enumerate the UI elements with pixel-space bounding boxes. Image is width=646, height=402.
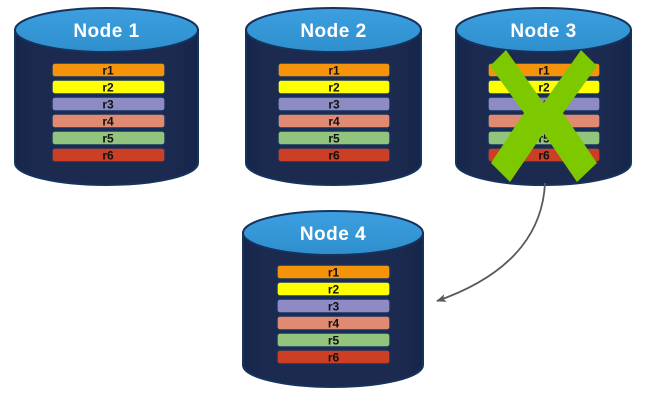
node4-row-r3-bar bbox=[276, 298, 391, 314]
node4-title: Node 4 bbox=[300, 224, 366, 245]
node4-row-r2[interactable]: r2 bbox=[276, 281, 391, 297]
node2-row-r5-label: r5 bbox=[328, 132, 340, 146]
node4-row-r1[interactable]: r1 bbox=[276, 264, 391, 280]
node4-row-r5[interactable]: r5 bbox=[276, 332, 391, 348]
node4-row-r4[interactable]: r4 bbox=[276, 315, 391, 331]
node1-row-r6-label: r6 bbox=[102, 149, 114, 163]
node4-row-r3[interactable]: r3 bbox=[276, 298, 391, 314]
node4-row-r3-label: r3 bbox=[328, 300, 340, 314]
node4-row-r1-label: r1 bbox=[328, 266, 340, 280]
node2-row-r6-bar bbox=[277, 147, 391, 163]
node3-row-r2-label: r2 bbox=[538, 81, 550, 95]
node4-row-r6-bar bbox=[276, 349, 391, 365]
node4-rows: r1 r2 r3 r4 r5 r6 bbox=[276, 264, 391, 365]
node1-row-r4[interactable]: r4 bbox=[51, 113, 166, 129]
node1-row-r1[interactable]: r1 bbox=[51, 62, 166, 78]
node2-row-r3-label: r3 bbox=[328, 98, 340, 112]
node1-title: Node 1 bbox=[73, 21, 139, 42]
node2-row-r2-bar bbox=[277, 79, 391, 95]
node3-title: Node 3 bbox=[510, 21, 576, 42]
node1-row-r2-label: r2 bbox=[102, 81, 114, 95]
node2-row-r4-bar bbox=[277, 113, 391, 129]
node-node1[interactable]: Node 1 r1 r2 r3 r4 r5 bbox=[14, 7, 199, 186]
node3-row-r6-label: r6 bbox=[538, 149, 550, 163]
node1-row-r3-bar bbox=[51, 96, 166, 112]
node3-row-r1-label: r1 bbox=[538, 64, 550, 78]
node4-row-r5-label: r5 bbox=[328, 334, 340, 348]
node1-row-r3[interactable]: r3 bbox=[51, 96, 166, 112]
failure-cross-icon bbox=[490, 50, 597, 182]
node-node2[interactable]: Node 2 r1 r2 r3 r4 r5 bbox=[245, 7, 422, 186]
node2-row-r6[interactable]: r6 bbox=[277, 147, 391, 163]
node4-row-r5-bar bbox=[276, 332, 391, 348]
node4-row-r6-label: r6 bbox=[328, 351, 340, 365]
node4-row-r4-bar bbox=[276, 315, 391, 331]
node2-row-r1[interactable]: r1 bbox=[277, 62, 391, 78]
node2-row-r5[interactable]: r5 bbox=[277, 130, 391, 146]
node1-row-r5-bar bbox=[51, 130, 166, 146]
node2-row-r2[interactable]: r2 bbox=[277, 79, 391, 95]
node1-rows: r1 r2 r3 r4 r5 r6 bbox=[51, 62, 166, 163]
node1-row-r2[interactable]: r2 bbox=[51, 79, 166, 95]
node2-row-r4[interactable]: r4 bbox=[277, 113, 391, 129]
node2-cylinder-top bbox=[245, 7, 422, 53]
node1-row-r5[interactable]: r5 bbox=[51, 130, 166, 146]
node2-row-r1-label: r1 bbox=[328, 64, 340, 78]
node-node3[interactable]: Node 3 r1 r2 r3 r4 r5 bbox=[455, 7, 632, 186]
node4-row-r1-bar bbox=[276, 264, 391, 280]
migration-arrow bbox=[436, 182, 546, 302]
node3-row-r5-label: r5 bbox=[538, 132, 550, 146]
migration-arrow-path bbox=[436, 182, 546, 302]
node2-row-r6-label: r6 bbox=[328, 149, 340, 163]
node1-row-r3-label: r3 bbox=[102, 98, 114, 112]
node2-row-r3-bar bbox=[277, 96, 391, 112]
node1-row-r5-label: r5 bbox=[102, 132, 114, 146]
node4-row-r2-label: r2 bbox=[328, 283, 340, 297]
node1-row-r1-bar bbox=[51, 62, 166, 78]
node2-row-r1-bar bbox=[277, 62, 391, 78]
node3-cylinder-top bbox=[455, 7, 632, 53]
node2-row-r3[interactable]: r3 bbox=[277, 96, 391, 112]
node1-row-r2-bar bbox=[51, 79, 166, 95]
node1-row-r6-bar bbox=[51, 147, 166, 163]
node1-row-r6[interactable]: r6 bbox=[51, 147, 166, 163]
node2-row-r2-label: r2 bbox=[328, 81, 340, 95]
node1-row-r4-label: r4 bbox=[102, 115, 114, 129]
node4-row-r6[interactable]: r6 bbox=[276, 349, 391, 365]
node4-row-r2-bar bbox=[276, 281, 391, 297]
node1-cylinder-top bbox=[14, 7, 199, 53]
node2-rows: r1 r2 r3 r4 r5 r6 bbox=[277, 62, 391, 163]
node2-title: Node 2 bbox=[300, 21, 366, 42]
node1-row-r1-label: r1 bbox=[102, 64, 114, 78]
node4-row-r4-label: r4 bbox=[328, 317, 340, 331]
node2-row-r5-bar bbox=[277, 130, 391, 146]
node2-row-r4-label: r4 bbox=[328, 115, 340, 129]
node1-row-r4-bar bbox=[51, 113, 166, 129]
node-node4[interactable]: Node 4 r1 r2 r3 r4 r5 bbox=[242, 210, 424, 388]
node4-cylinder-top bbox=[242, 210, 424, 256]
